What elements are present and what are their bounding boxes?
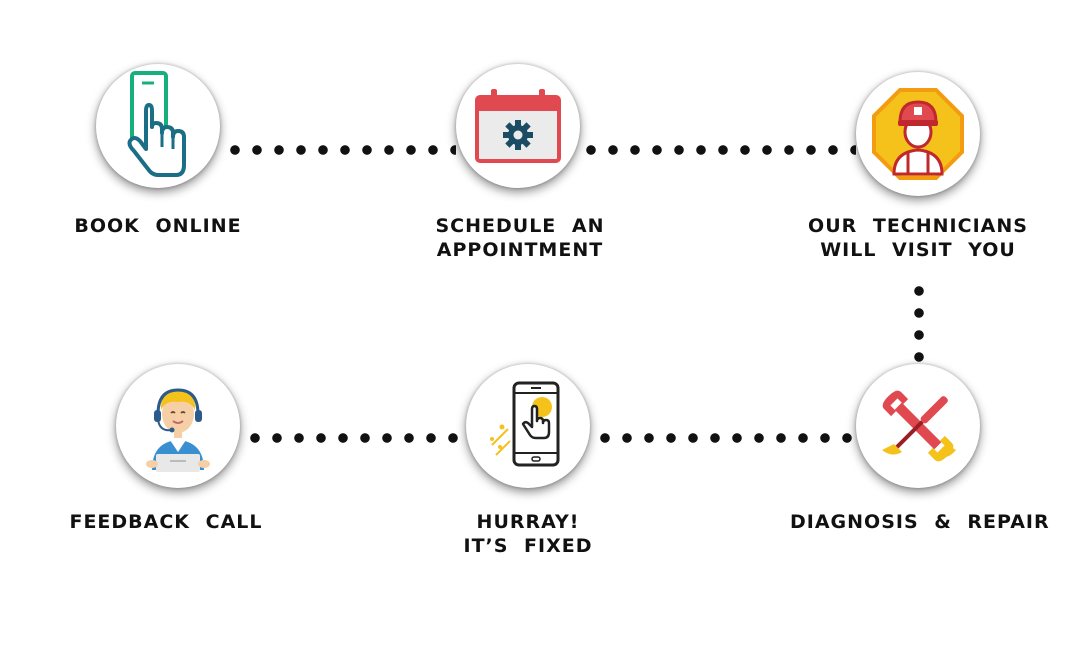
step-diagnosis-label: DIAGNOSIS & REPAIR	[790, 510, 1050, 534]
label-line: HURRAY!	[476, 511, 580, 533]
connector-diagnosis-to-fixed	[594, 433, 856, 443]
technician-icon	[872, 88, 964, 180]
step-book-online-label: BOOK ONLINE	[58, 214, 258, 238]
step-schedule-circle	[456, 64, 580, 188]
step-book-online-circle	[96, 64, 220, 188]
step-technicians-circle	[856, 72, 980, 196]
calendar-gear-icon	[475, 89, 561, 163]
step-fixed-label: HURRAY! IT’S FIXED	[428, 510, 628, 558]
hand-phone-tap-icon	[127, 71, 186, 177]
smartphone-tap-icon	[490, 381, 560, 467]
label-line: OUR TECHNICIANS	[808, 215, 1028, 237]
connector-technicians-to-diagnosis	[914, 280, 924, 370]
label-line: IT’S FIXED	[463, 535, 593, 557]
step-schedule-label: SCHEDULE AN APPOINTMENT	[420, 214, 620, 262]
label-line: DIAGNOSIS & REPAIR	[790, 511, 1050, 533]
step-feedback-circle	[116, 364, 240, 488]
label-line: WILL VISIT YOU	[820, 239, 1016, 261]
step-fixed-circle	[466, 364, 590, 488]
label-line: APPOINTMENT	[436, 239, 604, 261]
label-line: BOOK ONLINE	[74, 215, 242, 237]
step-technicians-label: OUR TECHNICIANS WILL VISIT YOU	[798, 214, 1038, 262]
step-diagnosis-circle	[856, 364, 980, 488]
connector-book-to-schedule	[224, 145, 456, 155]
step-feedback-label: FEEDBACK CALL	[66, 510, 266, 534]
label-line: FEEDBACK CALL	[69, 511, 263, 533]
wrench-screwdriver-icon	[882, 390, 956, 462]
label-line: SCHEDULE AN	[435, 215, 605, 237]
support-agent-icon	[146, 388, 210, 472]
connector-schedule-to-technicians	[580, 145, 856, 155]
connector-fixed-to-feedback	[244, 433, 466, 443]
